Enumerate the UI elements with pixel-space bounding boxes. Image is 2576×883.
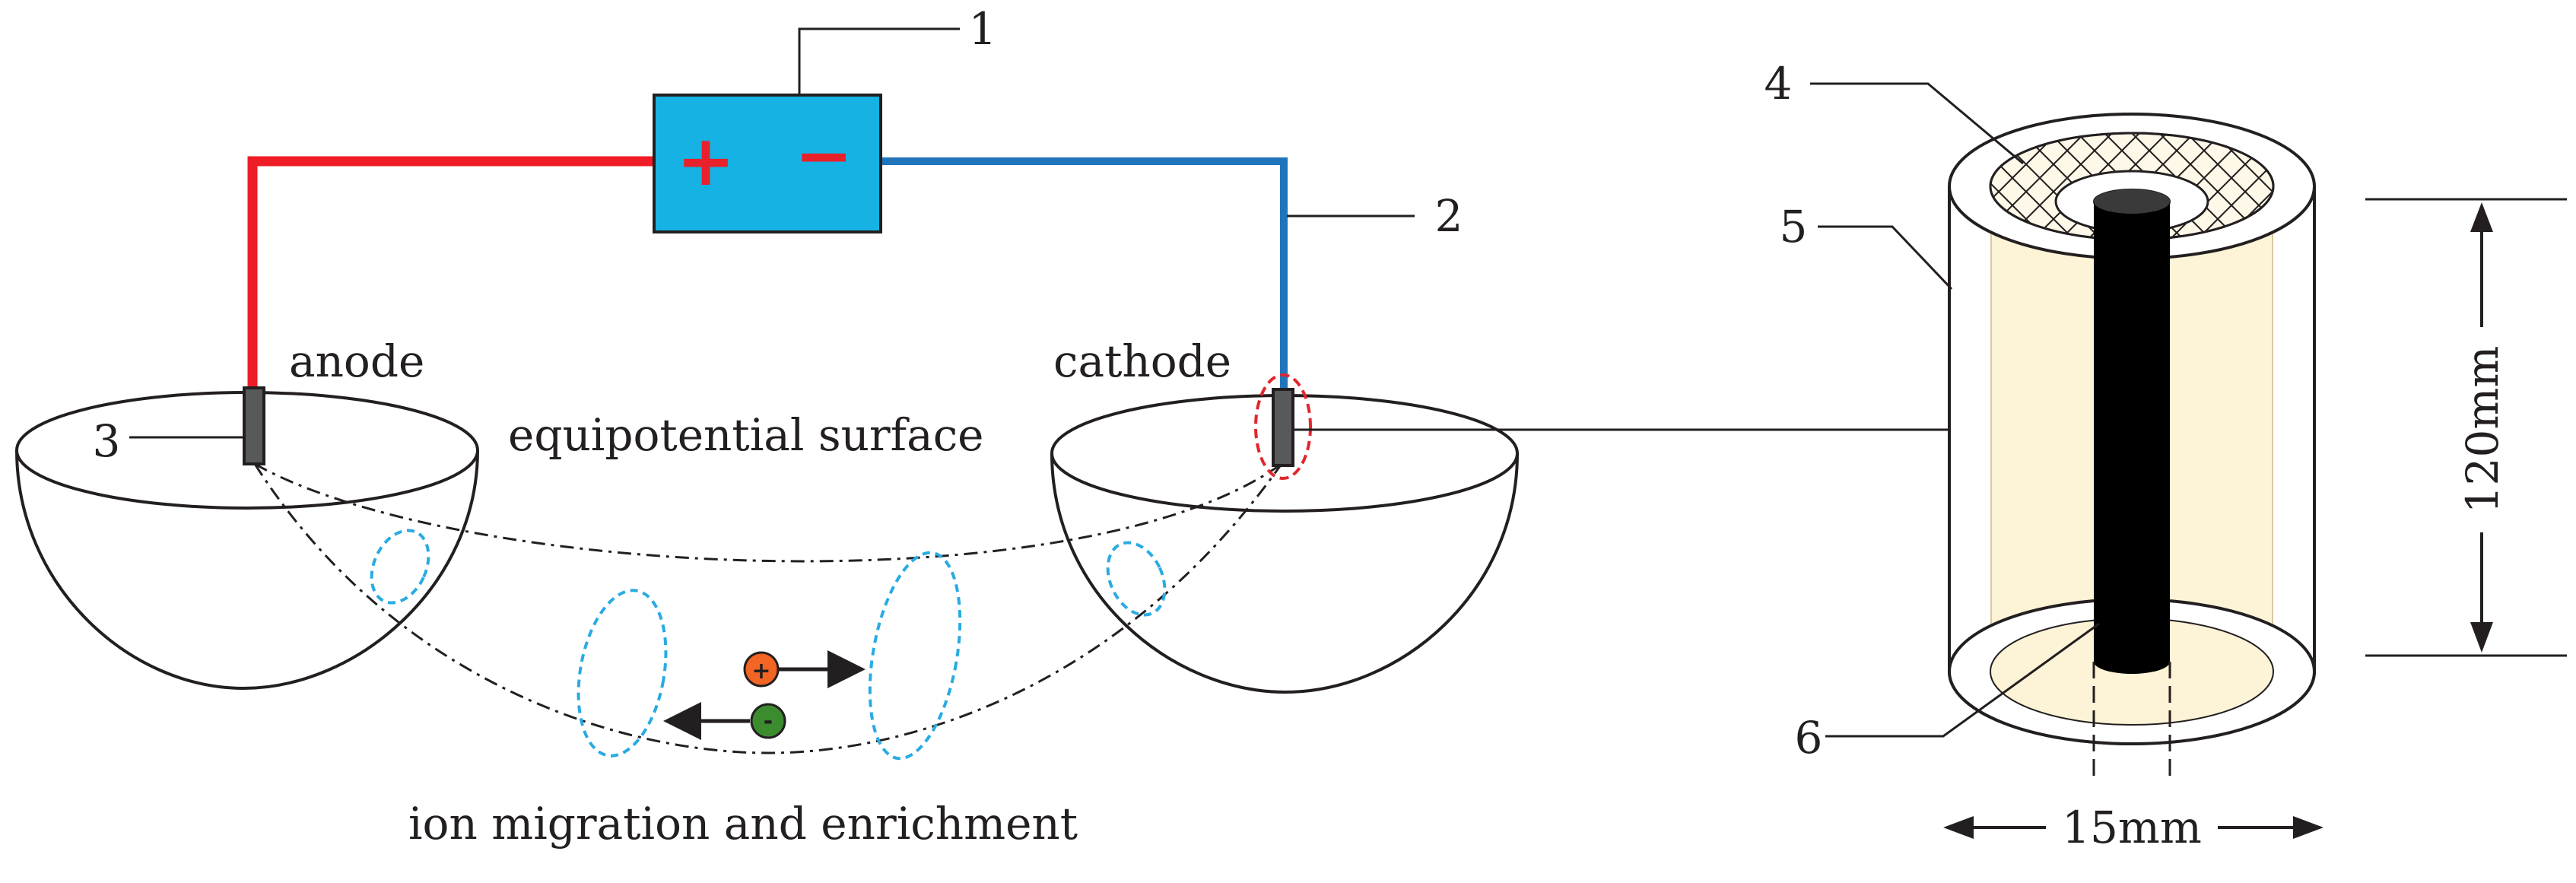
- cathode-electrode: [1272, 388, 1294, 467]
- height-label: 120mm: [2457, 346, 2508, 514]
- callout-1: 1: [969, 3, 997, 55]
- anion-ion: -: [750, 703, 786, 739]
- callout-5-leader: [1818, 225, 1953, 291]
- callout-3: 3: [93, 415, 121, 467]
- negative-terminal-sign: −: [794, 115, 853, 196]
- callout-6: 6: [1795, 712, 1823, 764]
- height-dimension: 120mm: [2365, 198, 2567, 657]
- cathode-label: cathode: [1053, 335, 1231, 387]
- cathode-highlight-circle: [1254, 373, 1312, 480]
- equipotential-ellipses: [370, 529, 1167, 761]
- cation-ion: +: [743, 651, 780, 688]
- anode-wire: [247, 156, 654, 394]
- callout-6-leader: [1825, 622, 2100, 738]
- power-supply: + −: [653, 94, 882, 233]
- callout-2: 2: [1435, 190, 1463, 242]
- anode-electrode: [243, 386, 265, 465]
- cation-sign: +: [751, 658, 770, 684]
- callout-4-leader: [1810, 82, 2024, 165]
- electrode-detail: [1948, 113, 2316, 780]
- width-label: 15mm: [2062, 802, 2202, 853]
- cathode-wire: [882, 157, 1288, 394]
- anode-label: anode: [289, 335, 424, 387]
- width-dimension: 15mm: [1943, 802, 2323, 853]
- positive-terminal-sign: +: [676, 120, 735, 202]
- field-lines: [253, 462, 1283, 754]
- callout-4: 4: [1764, 58, 1793, 110]
- callout-1-leader: [798, 27, 960, 95]
- anion-sign: -: [764, 708, 773, 735]
- ion-migration-label: ion migration and enrichment: [408, 798, 1078, 850]
- equipotential-surface-label: equipotential surface: [508, 409, 984, 461]
- callout-5: 5: [1780, 201, 1808, 253]
